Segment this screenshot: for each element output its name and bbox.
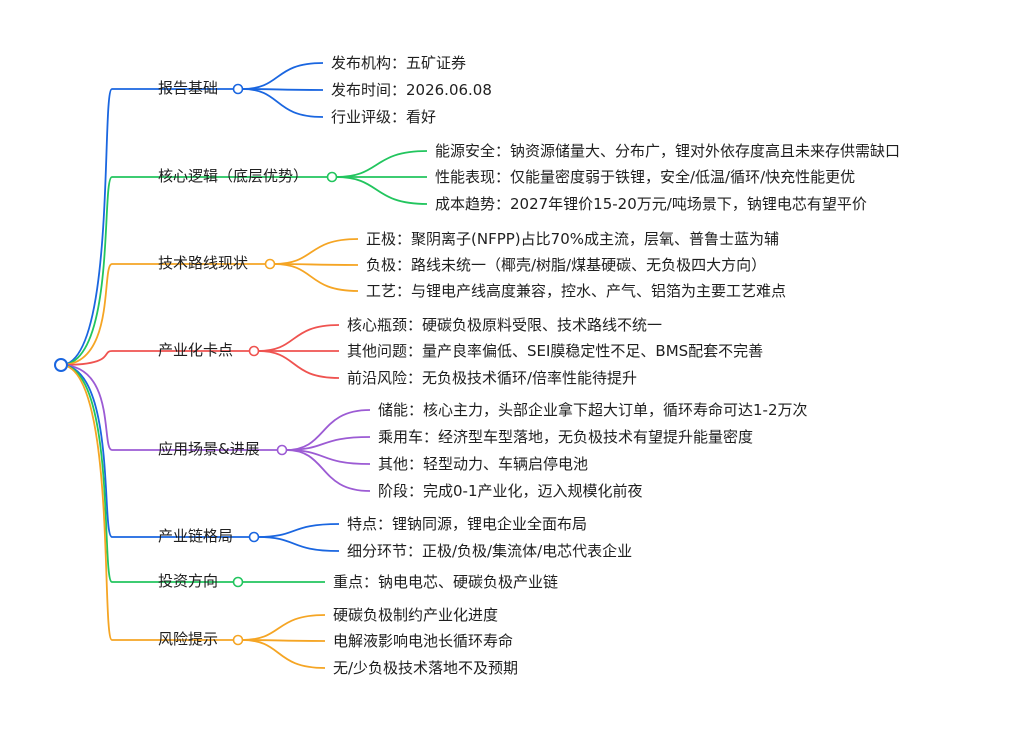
child-link-4-1: [257, 324, 340, 352]
leaf-label[interactable]: 发布机构：五矿证券: [331, 54, 467, 72]
root-node[interactable]: [54, 358, 68, 372]
leaf-label[interactable]: 能源安全：钠资源储量大、分布广，锂对外依存度高且未来存供需缺口: [435, 142, 901, 160]
leaf-label[interactable]: 阶段：完成0-1产业化，迈入规模化前夜: [378, 482, 643, 500]
branch-node-2[interactable]: [326, 171, 338, 183]
leaf-label[interactable]: 其他问题：量产良率偏低、SEI膜稳定性不足、BMS配套不完善: [347, 342, 764, 360]
branch-label-7[interactable]: 投资方向: [158, 572, 219, 590]
branch-node-6[interactable]: [248, 531, 260, 543]
branch-label-6[interactable]: 产业链格局: [158, 527, 234, 545]
leaf-label[interactable]: 工艺：与锂电产线高度兼容，控水、产气、铝箔为主要工艺难点: [366, 282, 787, 300]
child-link-1-1: [241, 62, 324, 90]
leaf-label[interactable]: 重点：钠电电芯、硬碳负极产业链: [333, 573, 559, 591]
child-link-3-1: [273, 238, 359, 265]
leaf-label[interactable]: 行业评级：看好: [331, 108, 437, 126]
branch-node-1[interactable]: [232, 83, 244, 95]
leaf-label[interactable]: 正极：聚阴离子(NFPP)占比70%成主流，层氧、普鲁士蓝为辅: [366, 230, 779, 248]
branch-label-2[interactable]: 核心逻辑（底层优势）: [158, 167, 309, 185]
leaf-label[interactable]: 负极：路线未统一（椰壳/树脂/煤基硬碳、无负极四大方向）: [366, 256, 767, 274]
child-link-2-3: [335, 176, 428, 205]
branch-link-6: [60, 364, 113, 538]
leaf-label[interactable]: 乘用车：经济型车型落地，无负极技术有望提升能量密度: [378, 428, 754, 446]
branch-label-3[interactable]: 技术路线现状: [158, 254, 249, 272]
child-link-1-3: [241, 88, 324, 118]
child-link-8-3: [241, 639, 326, 669]
leaf-label[interactable]: 性能表现：仅能量密度弱于铁锂，安全/低温/循环/快充性能更优: [435, 168, 856, 186]
leaf-label[interactable]: 其他：轻型动力、车辆启停电池: [378, 455, 589, 473]
branch-node-5[interactable]: [276, 444, 288, 456]
leaf-label[interactable]: 核心瓶颈：硬碳负极原料受限、技术路线不统一: [347, 316, 663, 334]
child-link-5-4: [285, 449, 371, 492]
branch-link-2: [60, 176, 113, 366]
leaf-label[interactable]: 发布时间：2026.06.08: [331, 81, 492, 99]
child-link-5-1: [285, 409, 371, 451]
child-link-2-1: [335, 150, 428, 178]
branch-link-1: [60, 88, 113, 366]
leaf-label[interactable]: 电解液影响电池长循环寿命: [333, 632, 514, 650]
leaf-label[interactable]: 硬碳负极制约产业化进度: [333, 606, 499, 624]
branch-label-1[interactable]: 报告基础: [158, 79, 219, 97]
leaf-label[interactable]: 特点：锂钠同源，锂电企业全面布局: [347, 515, 588, 533]
child-link-6-1: [257, 523, 340, 538]
leaf-label[interactable]: 前沿风险：无负极技术循环/倍率性能待提升: [347, 369, 638, 387]
branch-link-8: [60, 364, 113, 641]
branch-node-7[interactable]: [232, 576, 244, 588]
branch-node-8[interactable]: [232, 634, 244, 646]
branch-link-3: [60, 263, 113, 366]
child-link-4-3: [257, 350, 340, 379]
child-link-8-1: [241, 614, 326, 641]
branch-label-5[interactable]: 应用场景&进展: [158, 440, 260, 458]
branch-node-4[interactable]: [248, 345, 260, 357]
child-link-6-2: [257, 536, 340, 552]
leaf-label[interactable]: 储能：核心主力，头部企业拿下超大订单，循环寿命可达1-2万次: [378, 401, 808, 419]
leaf-label[interactable]: 细分环节：正极/负极/集流体/电芯代表企业: [347, 542, 633, 560]
branch-label-8[interactable]: 风险提示: [158, 630, 219, 648]
branch-link-4: [60, 350, 113, 366]
branch-link-7: [60, 364, 113, 583]
branch-label-4[interactable]: 产业化卡点: [158, 341, 234, 359]
child-link-3-3: [273, 263, 359, 292]
leaf-label[interactable]: 成本趋势：2027年锂价15-20万元/吨场景下，钠锂电芯有望平价: [435, 195, 867, 213]
branch-link-5: [60, 364, 113, 451]
branch-node-3[interactable]: [264, 258, 276, 270]
leaf-label[interactable]: 无/少负极技术落地不及预期: [333, 659, 519, 677]
